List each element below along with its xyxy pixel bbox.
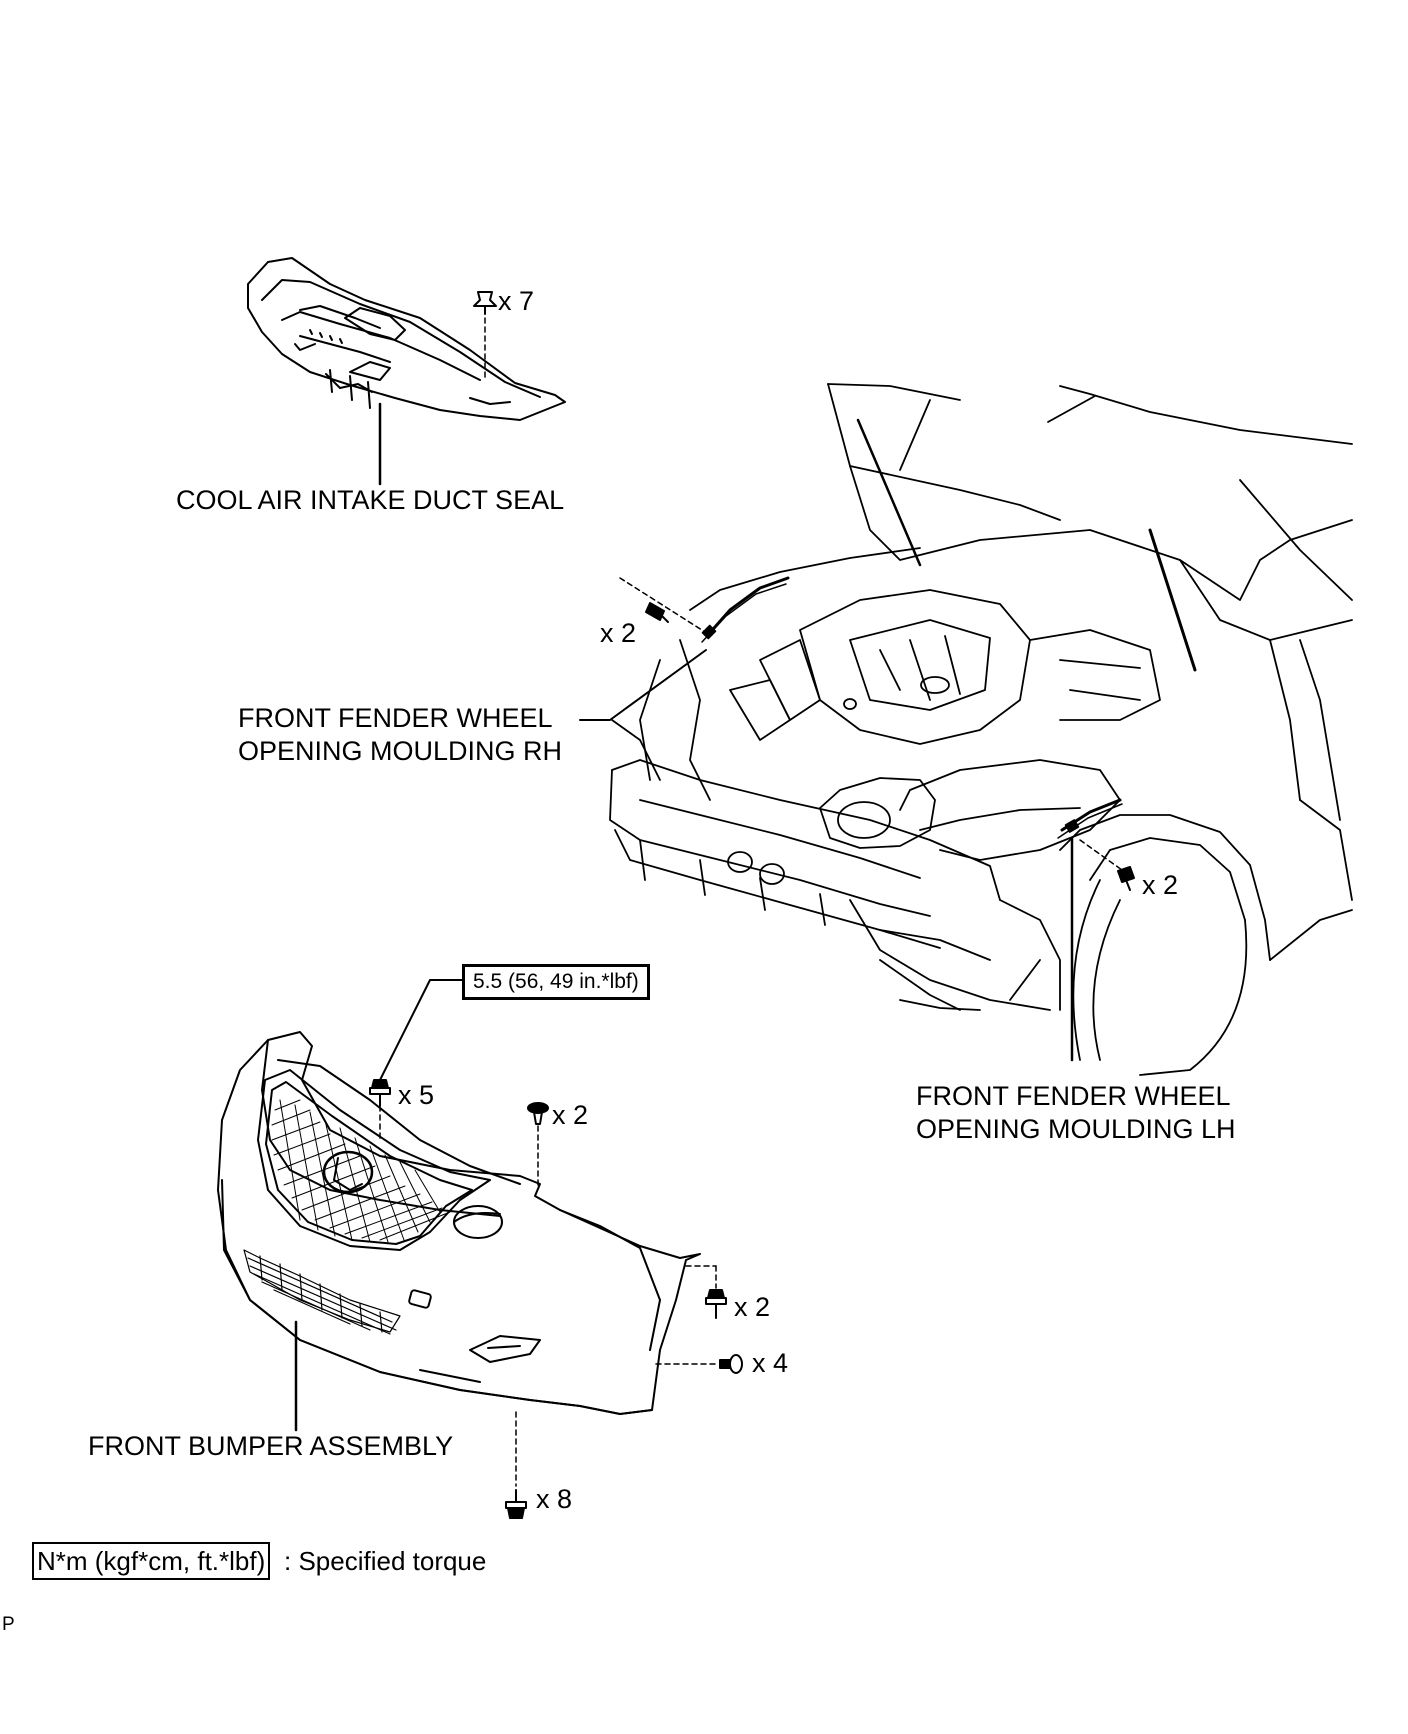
qty-bumper-side-bolts: x 2 bbox=[734, 1292, 771, 1322]
qty-lh-screws: x 2 bbox=[1142, 870, 1179, 900]
label-fender-rh-line1: FRONT FENDER WHEEL bbox=[238, 703, 553, 733]
duct-clip-fastener bbox=[473, 291, 497, 379]
label-fender-lh-line1: FRONT FENDER WHEEL bbox=[916, 1081, 1231, 1111]
bumper-top-clip bbox=[527, 1102, 549, 1187]
vehicle-front-body bbox=[609, 383, 1353, 1076]
qty-bumper-bottom-bolts: x 8 bbox=[536, 1484, 573, 1514]
legend-torque-description: : Specified torque bbox=[284, 1546, 487, 1576]
cool-air-intake-duct-seal-part bbox=[247, 257, 566, 421]
label-fender-lh-line2: OPENING MOULDING LH bbox=[916, 1114, 1236, 1144]
bumper-side-bolt bbox=[685, 1265, 727, 1319]
lh-moulding-screw bbox=[1079, 839, 1135, 891]
front-bumper-part bbox=[217, 1031, 701, 1415]
label-cool-air-intake-duct-seal: COOL AIR INTAKE DUCT SEAL bbox=[176, 485, 565, 515]
bumper-bottom-bolt bbox=[505, 1411, 527, 1519]
bumper-side-clip bbox=[655, 1354, 743, 1374]
rh-moulding-screw bbox=[619, 577, 706, 633]
qty-duct-clips: x 7 bbox=[498, 286, 535, 316]
qty-rh-screws: x 2 bbox=[600, 618, 637, 648]
leader-torque bbox=[379, 979, 463, 1081]
qty-bumper-top-clips: x 2 bbox=[552, 1100, 589, 1130]
qty-bumper-side-clips: x 4 bbox=[752, 1348, 789, 1378]
label-fender-rh-line2: OPENING MOULDING RH bbox=[238, 736, 563, 766]
leader-fender-rh bbox=[579, 649, 707, 721]
torque-spec-box: 5.5 (56, 49 in.*lbf) bbox=[462, 964, 650, 1000]
label-front-bumper-assembly: FRONT BUMPER ASSEMBLY bbox=[88, 1431, 454, 1461]
legend-torque-unit-box: N*m (kgf*cm, ft.*lbf) bbox=[32, 1542, 271, 1580]
qty-bumper-top-bolts: x 5 bbox=[398, 1080, 435, 1110]
corner-mark: P bbox=[2, 1614, 15, 1635]
bumper-top-bolt bbox=[369, 1079, 391, 1141]
